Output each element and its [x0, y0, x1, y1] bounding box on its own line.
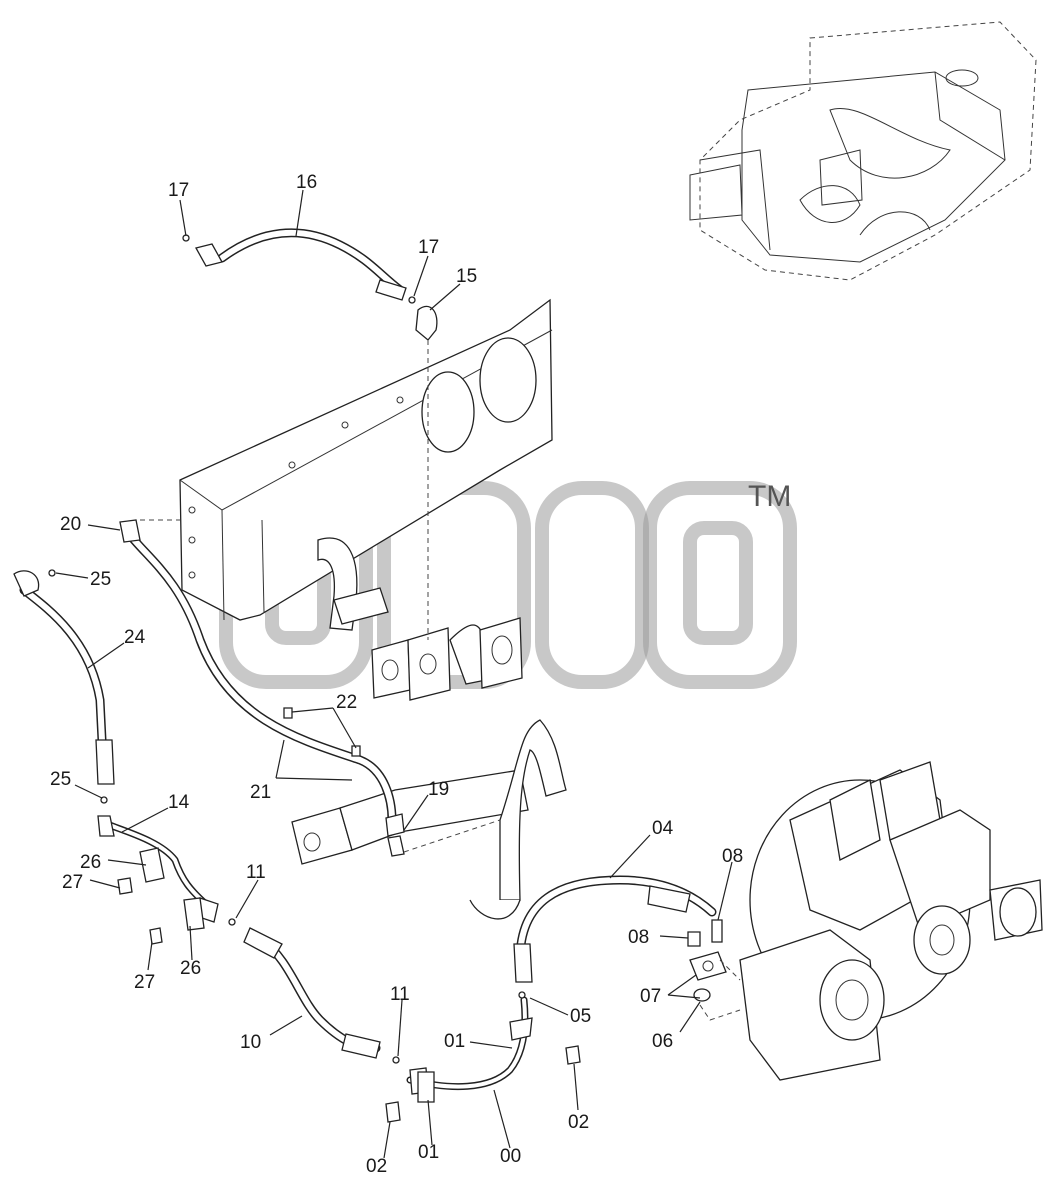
callout-24: 24: [124, 627, 146, 648]
frame-bracket: [179, 298, 553, 621]
callout-11: 11: [246, 862, 266, 883]
callout-26: 26: [180, 958, 201, 979]
callout-26: 26: [80, 852, 101, 873]
callout-07: 07: [640, 986, 661, 1007]
callout-02: 02: [366, 1156, 387, 1177]
assembly-lines: [140, 340, 741, 1021]
callout-22: 22: [336, 692, 357, 713]
callout-20: 20: [60, 514, 81, 535]
callout-17: 17: [418, 237, 439, 258]
callout-27: 27: [134, 972, 155, 993]
callout-01: 01: [444, 1031, 465, 1052]
callout-labels: 17 16 17 15 20 25 24 22 21 19 25 14 26 2…: [50, 172, 743, 1177]
callout-25: 25: [50, 769, 71, 790]
callout-10: 10: [240, 1032, 261, 1053]
callout-06: 06: [652, 1031, 673, 1052]
callout-17: 17: [168, 180, 189, 201]
hoses: [13, 228, 717, 1059]
callout-25: 25: [90, 569, 111, 590]
pump-assembly: [739, 761, 1043, 1081]
callout-04: 04: [652, 818, 674, 839]
callout-21: 21: [250, 782, 271, 803]
callout-02: 02: [568, 1112, 589, 1133]
machine-overview: [689, 21, 1037, 281]
callout-00: 00: [500, 1146, 521, 1167]
callout-15: 15: [456, 266, 477, 287]
callout-01: 01: [418, 1142, 439, 1163]
callout-08: 08: [722, 846, 743, 867]
trademark-symbol: TM: [748, 480, 791, 513]
callout-19: 19: [428, 779, 449, 800]
fittings: [48, 234, 727, 1123]
callout-08: 08: [628, 927, 649, 948]
callout-16: 16: [296, 172, 317, 193]
callout-27: 27: [62, 872, 83, 893]
callout-05: 05: [570, 1006, 591, 1027]
leader-lines: [55, 189, 733, 1159]
callout-11: 11: [390, 984, 410, 1005]
callout-14: 14: [168, 792, 190, 813]
manifold-assembly: [291, 537, 567, 920]
